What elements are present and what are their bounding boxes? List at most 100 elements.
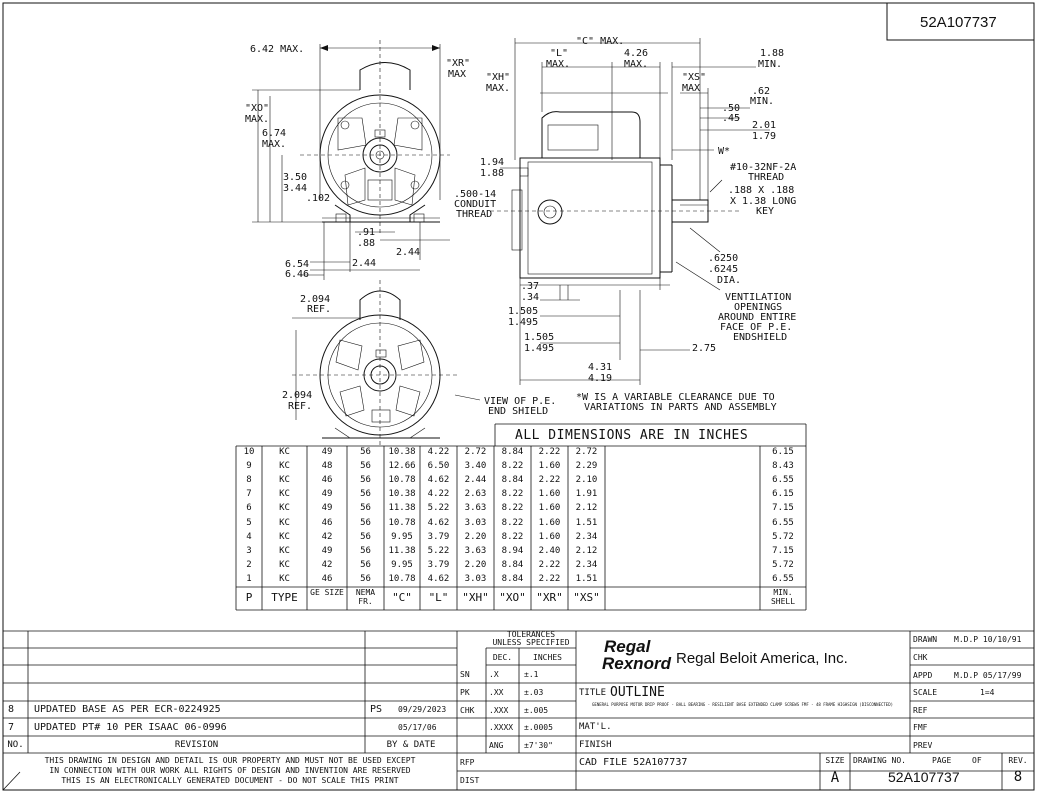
drawing-no-value: 52A107737 (888, 769, 960, 785)
table-cell: 2.22 (538, 573, 561, 584)
drawn-label: DRAWN (913, 635, 938, 644)
table-cell: 6.15 (772, 447, 794, 457)
table-header: "XR" (536, 591, 563, 604)
all-dims-note: ALL DIMENSIONS ARE IN INCHES (515, 428, 749, 443)
table-cell: 6.55 (772, 475, 794, 486)
dim-xh-max: MAX. (486, 83, 511, 94)
conduit-3: THREAD (456, 209, 493, 220)
dim-ref2: 2.094 (282, 390, 313, 401)
dim-l: "L" (550, 48, 569, 59)
table-header: GE SIZE (310, 588, 344, 597)
dim-654: 6.54 (285, 259, 310, 270)
table-cell: 2.34 (575, 559, 598, 570)
table-cell: 1.60 (538, 531, 561, 542)
dim-91: .91 (357, 227, 376, 238)
table-cell: 1.60 (538, 503, 561, 514)
table-cell: 9 (246, 461, 252, 472)
table-cell: 8.94 (501, 545, 524, 556)
table-cell: 2.44 (464, 475, 487, 486)
dim-201: 2.01 (752, 120, 777, 131)
rev-date: 09/29/2023 (398, 705, 447, 714)
table-cell: 2.72 (464, 447, 487, 457)
tol-inches: INCHES (533, 653, 562, 662)
table-cell: 1.91 (575, 489, 598, 500)
of-label: OF (972, 756, 982, 765)
table-cell: 8.22 (501, 461, 524, 472)
rev-label: REV. (1008, 756, 1028, 765)
table-cell: KC (279, 461, 290, 472)
dim-244a: 2.44 (352, 258, 377, 269)
rev-header-by-date: BY & DATE (386, 740, 436, 750)
rev-value: 8 (1013, 769, 1023, 785)
table-cell: 56 (360, 559, 371, 570)
table-cell: 48 (321, 461, 333, 472)
title-block-grid (2, 630, 1034, 791)
tol-decimal: .XXX (489, 706, 509, 715)
key-1: .188 X .188 (728, 185, 795, 196)
dim-674-max: MAX. (262, 139, 287, 150)
table-cell: 2.22 (538, 447, 561, 457)
tol-value: ±7'30" (524, 741, 553, 750)
table-cell: 4 (246, 531, 252, 542)
dim-194: 1.94 (480, 157, 505, 168)
table-cell: 49 (321, 447, 333, 457)
ref-label: REF (913, 706, 928, 715)
table-header: NEMA FR. (355, 588, 376, 606)
table-cell: 2.12 (575, 503, 598, 514)
rev-header-revision: REVISION (174, 740, 219, 750)
table-cell: 3.63 (464, 545, 487, 556)
dim-1495b: 1.495 (524, 343, 555, 354)
table-cell: 56 (360, 461, 371, 472)
table-cell: 5.22 (427, 503, 450, 514)
table-header: MIN. SHELL (770, 588, 796, 606)
company-name: Regal Beloit America, Inc. (676, 650, 848, 667)
tol-value: ±.1 (524, 670, 539, 679)
table-cell: 6.15 (772, 489, 794, 500)
drawing-no-label: DRAWING NO. (853, 756, 906, 765)
table-cell: 1.51 (575, 573, 598, 584)
table-cell: 4.62 (427, 517, 450, 528)
table-cell: 8.84 (501, 475, 524, 486)
table-cell: KC (279, 489, 290, 500)
rear-view (292, 280, 481, 446)
dim-37: .37 (521, 281, 540, 292)
view-note-2: END SHIELD (488, 406, 549, 417)
tol-value: ±.0005 (524, 723, 553, 732)
w-note-1: *W IS A VARIABLE CLEARANCE DUE TO (576, 392, 775, 403)
table-cell: KC (279, 517, 290, 528)
table-cell: 3.79 (427, 531, 450, 542)
w-note-2: VARIATIONS IN PARTS AND ASSEMBLY (584, 402, 777, 413)
dim-xr-max: MAX (448, 69, 467, 80)
dim-188-min: MIN. (758, 59, 783, 70)
dim-c-max: "C" MAX. (576, 36, 625, 47)
dim-6245: .6245 (708, 264, 739, 275)
tol-key: PK (460, 688, 470, 697)
table-cell: 49 (321, 489, 333, 500)
appd-value: M.D.P 05/17/99 (954, 671, 1022, 680)
table-cell: 10.78 (388, 517, 416, 528)
side-view (490, 38, 770, 385)
table-cell: 12.66 (388, 461, 416, 472)
table-cell: 7 (246, 489, 252, 500)
table-cell: 10.78 (388, 573, 416, 584)
appd-label: APPD (913, 671, 933, 680)
dim-642: 6.42 MAX. (250, 44, 305, 55)
dim-102: .102 (306, 193, 331, 204)
table-cell: 56 (360, 573, 371, 584)
rev-no: 8 (8, 704, 15, 715)
table-cell: 8.22 (501, 531, 524, 542)
table-header: "XS" (573, 591, 600, 604)
title-subtitle: GENERAL PURPOSE MOTOR DRIP PROOF - BALL … (592, 702, 894, 707)
dim-244b: 2.44 (396, 247, 421, 258)
prev-label: PREV (913, 741, 933, 750)
table-cell: 3.40 (464, 461, 487, 472)
table-cell: 2.22 (538, 475, 561, 486)
rev-text: UPDATED BASE AS PER ECR-0224925 (34, 704, 221, 715)
finish-label: FINISH (579, 740, 612, 750)
table-cell: KC (279, 559, 290, 570)
dim-426: 4.26 (624, 48, 649, 59)
dim-ref2-lbl: REF. (288, 401, 313, 412)
dim-426-max: MAX. (624, 59, 649, 70)
dim-xo: "XO" (245, 103, 270, 114)
dim-179: 1.79 (752, 131, 777, 142)
